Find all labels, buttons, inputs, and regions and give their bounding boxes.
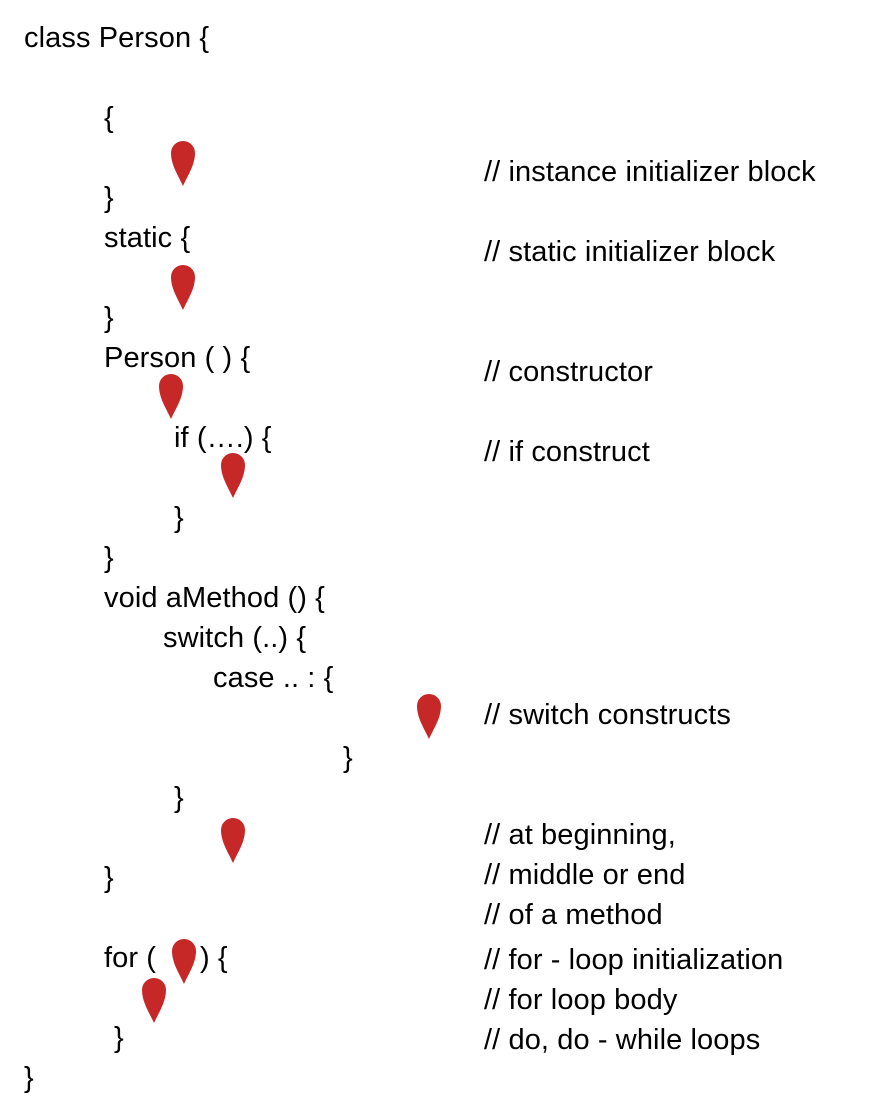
comment-method-position-2: // middle or end (484, 859, 686, 891)
teardrop-marker-icon (221, 818, 245, 863)
if-close-brace: } (174, 502, 184, 534)
comment-method-position-3: // of a method (484, 899, 663, 931)
switch-close-brace: } (174, 782, 184, 814)
teardrop-marker-icon (171, 141, 195, 186)
static-block-open-line: static { (104, 222, 191, 254)
instance-block-open-brace: { (104, 102, 114, 134)
constructor-open-line: Person ( ) { (104, 342, 251, 374)
method-open-line: void aMethod () { (104, 582, 325, 614)
for-open-suffix: ) { (200, 942, 228, 974)
comment-if-construct: // if construct (484, 436, 650, 468)
teardrop-marker-icon (221, 453, 245, 498)
method-close-brace: } (104, 862, 114, 894)
constructor-close-brace: } (104, 542, 114, 574)
comment-for-body: // for loop body (484, 984, 678, 1016)
class-open-line: class Person { (24, 22, 210, 54)
for-open-prefix: for ( (104, 942, 157, 974)
for-close-brace: } (114, 1022, 124, 1054)
case-close-brace: } (343, 742, 353, 774)
teardrop-marker-icon (159, 374, 183, 419)
static-block-close-brace: } (104, 302, 114, 334)
comment-do-while: // do, do - while loops (484, 1024, 761, 1056)
comment-for-init: // for - loop initialization (484, 944, 784, 976)
instance-block-close-brace: } (104, 182, 114, 214)
switch-open-line: switch (..) { (163, 622, 307, 654)
comment-instance-initializer: // instance initializer block (484, 156, 816, 188)
teardrop-marker-icon (142, 978, 166, 1023)
case-open-line: case .. : { (213, 662, 334, 694)
teardrop-marker-icon (171, 265, 195, 310)
class-close-brace: } (24, 1062, 34, 1094)
teardrop-marker-icon (417, 694, 441, 739)
teardrop-marker-icon (172, 939, 196, 984)
comment-switch-constructs: // switch constructs (484, 699, 731, 731)
comment-method-position-1: // at beginning, (484, 819, 676, 851)
comment-static-initializer: // static initializer block (484, 236, 776, 268)
if-open-line: if (….) { (174, 422, 272, 454)
comment-constructor: // constructor (484, 356, 654, 388)
